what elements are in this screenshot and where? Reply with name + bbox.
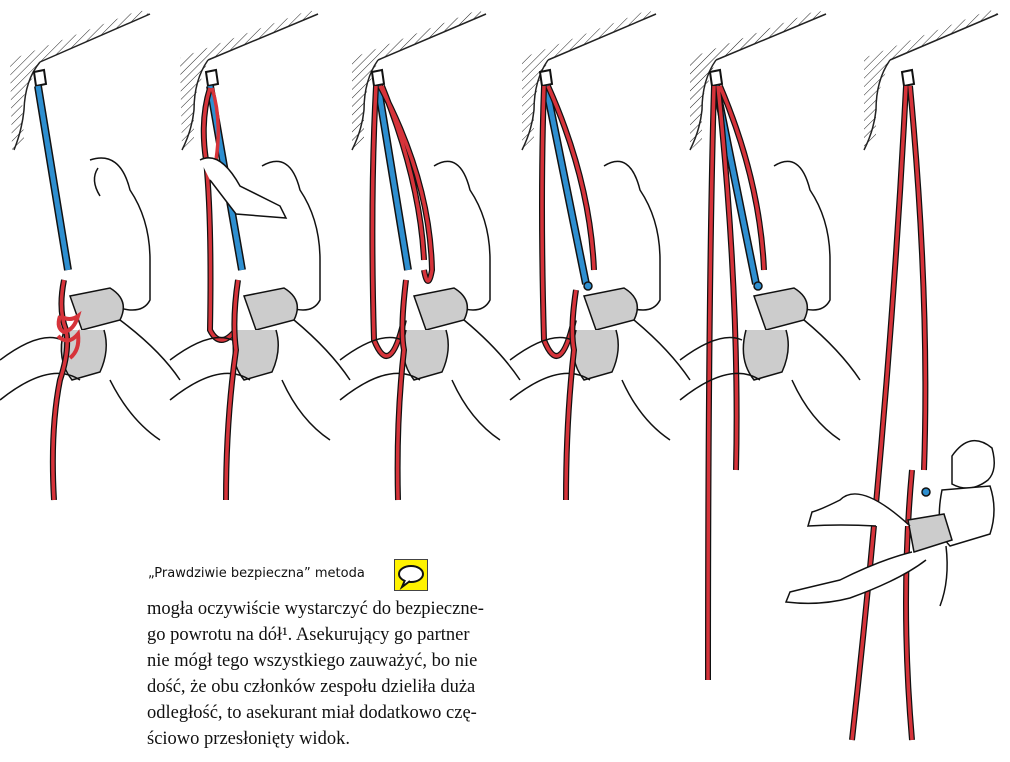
panel-step-5	[680, 10, 860, 680]
anchor-bolt-icon	[902, 70, 914, 86]
body-text: mogła oczywiście wystarczyć do bezpieczn…	[147, 596, 617, 752]
speech-bubble-icon	[395, 560, 427, 590]
anchor-bolt-icon	[34, 70, 46, 86]
panel-step-3	[340, 10, 520, 500]
panel-step-4	[510, 10, 690, 500]
annotation-label: „Prawdziwie bezpieczna” metoda	[148, 566, 365, 581]
text-line: go powrotu na dół¹. Asekurujący go partn…	[147, 622, 617, 648]
comment-icon[interactable]	[394, 559, 428, 591]
panel-step-6	[786, 10, 998, 740]
anchor-bolt-icon	[540, 70, 552, 86]
anchor-bolt-icon	[710, 70, 722, 86]
text-line: nie mógł tego wszystkiego zauważyć, bo n…	[147, 648, 617, 674]
anchor-bolt-icon	[372, 70, 384, 86]
text-line: odległość, to asekurant miał dodatkowo c…	[147, 700, 617, 726]
panel-step-1	[0, 10, 180, 500]
text-line: dość, że obu członków zespołu dzieliła d…	[147, 674, 617, 700]
panel-step-2	[170, 10, 350, 500]
text-line: ściowo przesłonięty widok.	[147, 726, 617, 752]
anchor-bolt-icon	[206, 70, 218, 86]
text-line: mogła oczywiście wystarczyć do bezpieczn…	[147, 596, 617, 622]
